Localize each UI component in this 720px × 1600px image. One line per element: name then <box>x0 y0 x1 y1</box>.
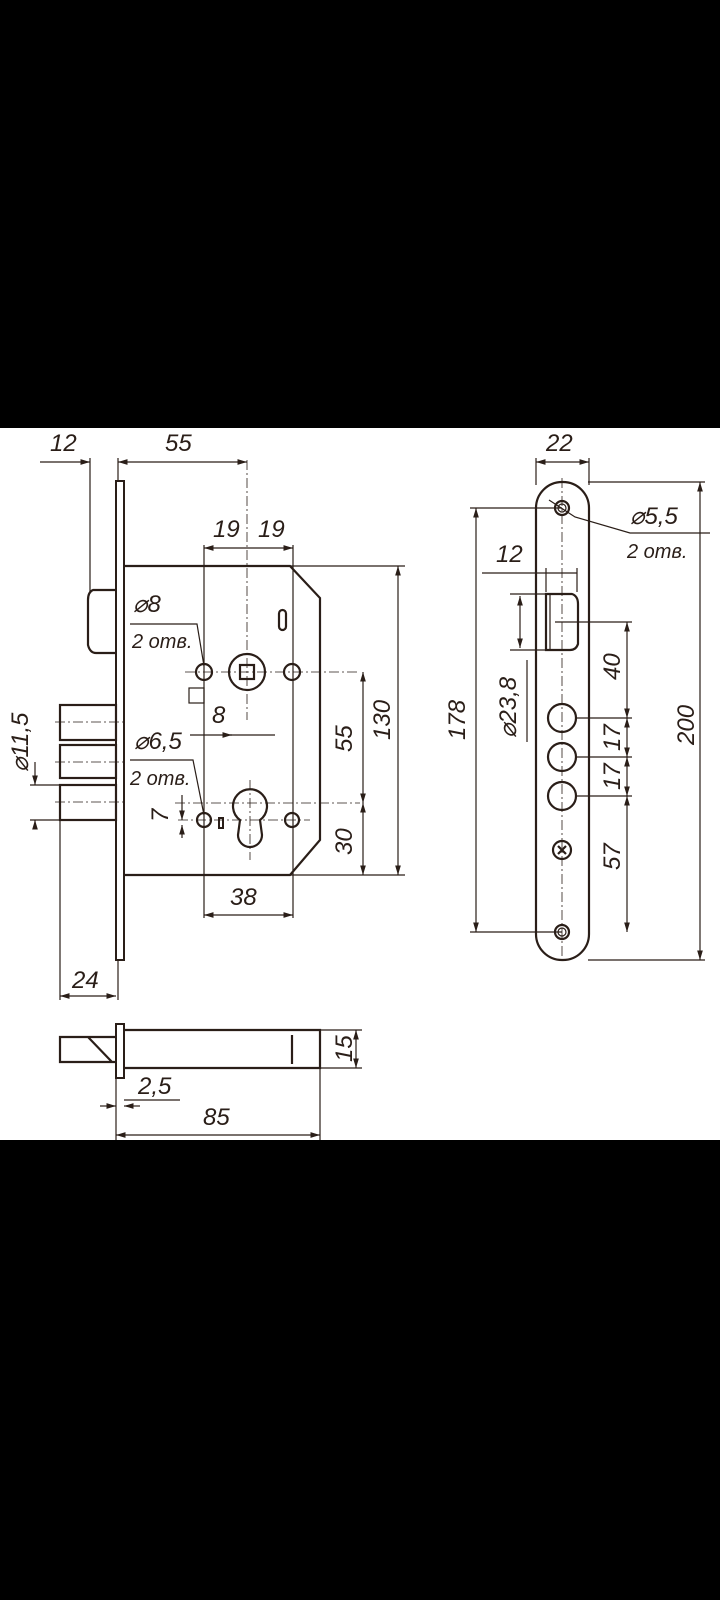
bolt-side <box>58 1035 116 1064</box>
latch <box>86 588 116 655</box>
hole-diameter-label: ⌀8 <box>133 591 161 618</box>
hole-diameter-label: ⌀6,5 <box>134 728 182 755</box>
cylinder-pin <box>218 817 224 829</box>
dim-label: 2,5 <box>137 1073 172 1100</box>
front-view-labels: 12 55 19 19 ⌀8 2 отв. 8 ⌀6,5 2 отв. 55 1… <box>7 430 396 994</box>
dim-label: 57 <box>599 842 626 870</box>
dim-label: 200 <box>673 704 700 746</box>
dim-label: 12 <box>496 541 523 568</box>
cylinder-keyhole <box>231 788 269 849</box>
dim-label: 19 <box>258 516 285 543</box>
bolt <box>58 783 118 822</box>
faceplate-edge <box>115 480 125 961</box>
bolt-diameter-label: ⌀11,5 <box>7 712 34 772</box>
dim-label: 38 <box>230 884 257 911</box>
dim-label: 19 <box>213 516 240 543</box>
dim-label: 17 <box>599 723 626 751</box>
faceplate-view-labels: 22 ⌀5,5 2 отв. 12 ⌀23,8 178 40 17 17 57 … <box>444 430 700 870</box>
dim-label: 8 <box>212 702 226 729</box>
latch-opening <box>544 592 580 652</box>
dim-label: 12 <box>50 430 77 457</box>
side-view-labels: 15 2,5 85 <box>137 1035 358 1131</box>
faceplate-view <box>470 458 710 962</box>
dim-label: 55 <box>165 430 192 457</box>
dim-label: 7 <box>147 807 174 822</box>
holes-count-label: 2 отв. <box>129 768 190 790</box>
lock-body <box>124 564 322 877</box>
lock-body-side <box>124 1028 322 1070</box>
dim-label: 17 <box>599 762 626 790</box>
dim-label: 55 <box>331 725 358 752</box>
faceplate-edge <box>115 1023 125 1079</box>
bolt-diameter-label: ⌀23,8 <box>495 676 522 738</box>
faceplate <box>534 480 591 962</box>
dim-label: 15 <box>331 1035 358 1062</box>
hole-diameter-label: ⌀5,5 <box>630 503 678 530</box>
dim-label: 22 <box>545 430 573 457</box>
holes-count-label: 2 отв. <box>626 541 687 563</box>
dim-label: 85 <box>203 1104 230 1131</box>
dim-label: 30 <box>331 828 358 855</box>
slot <box>277 608 288 632</box>
dim-label: 40 <box>599 653 626 680</box>
front-view <box>30 458 405 1000</box>
dim-label: 178 <box>444 699 471 740</box>
dim-label: 24 <box>71 967 99 994</box>
dim-label: 130 <box>369 699 396 740</box>
side-view <box>58 1023 362 1140</box>
bolt <box>58 743 118 780</box>
bolt <box>58 703 118 742</box>
holes-count-label: 2 отв. <box>131 631 192 653</box>
